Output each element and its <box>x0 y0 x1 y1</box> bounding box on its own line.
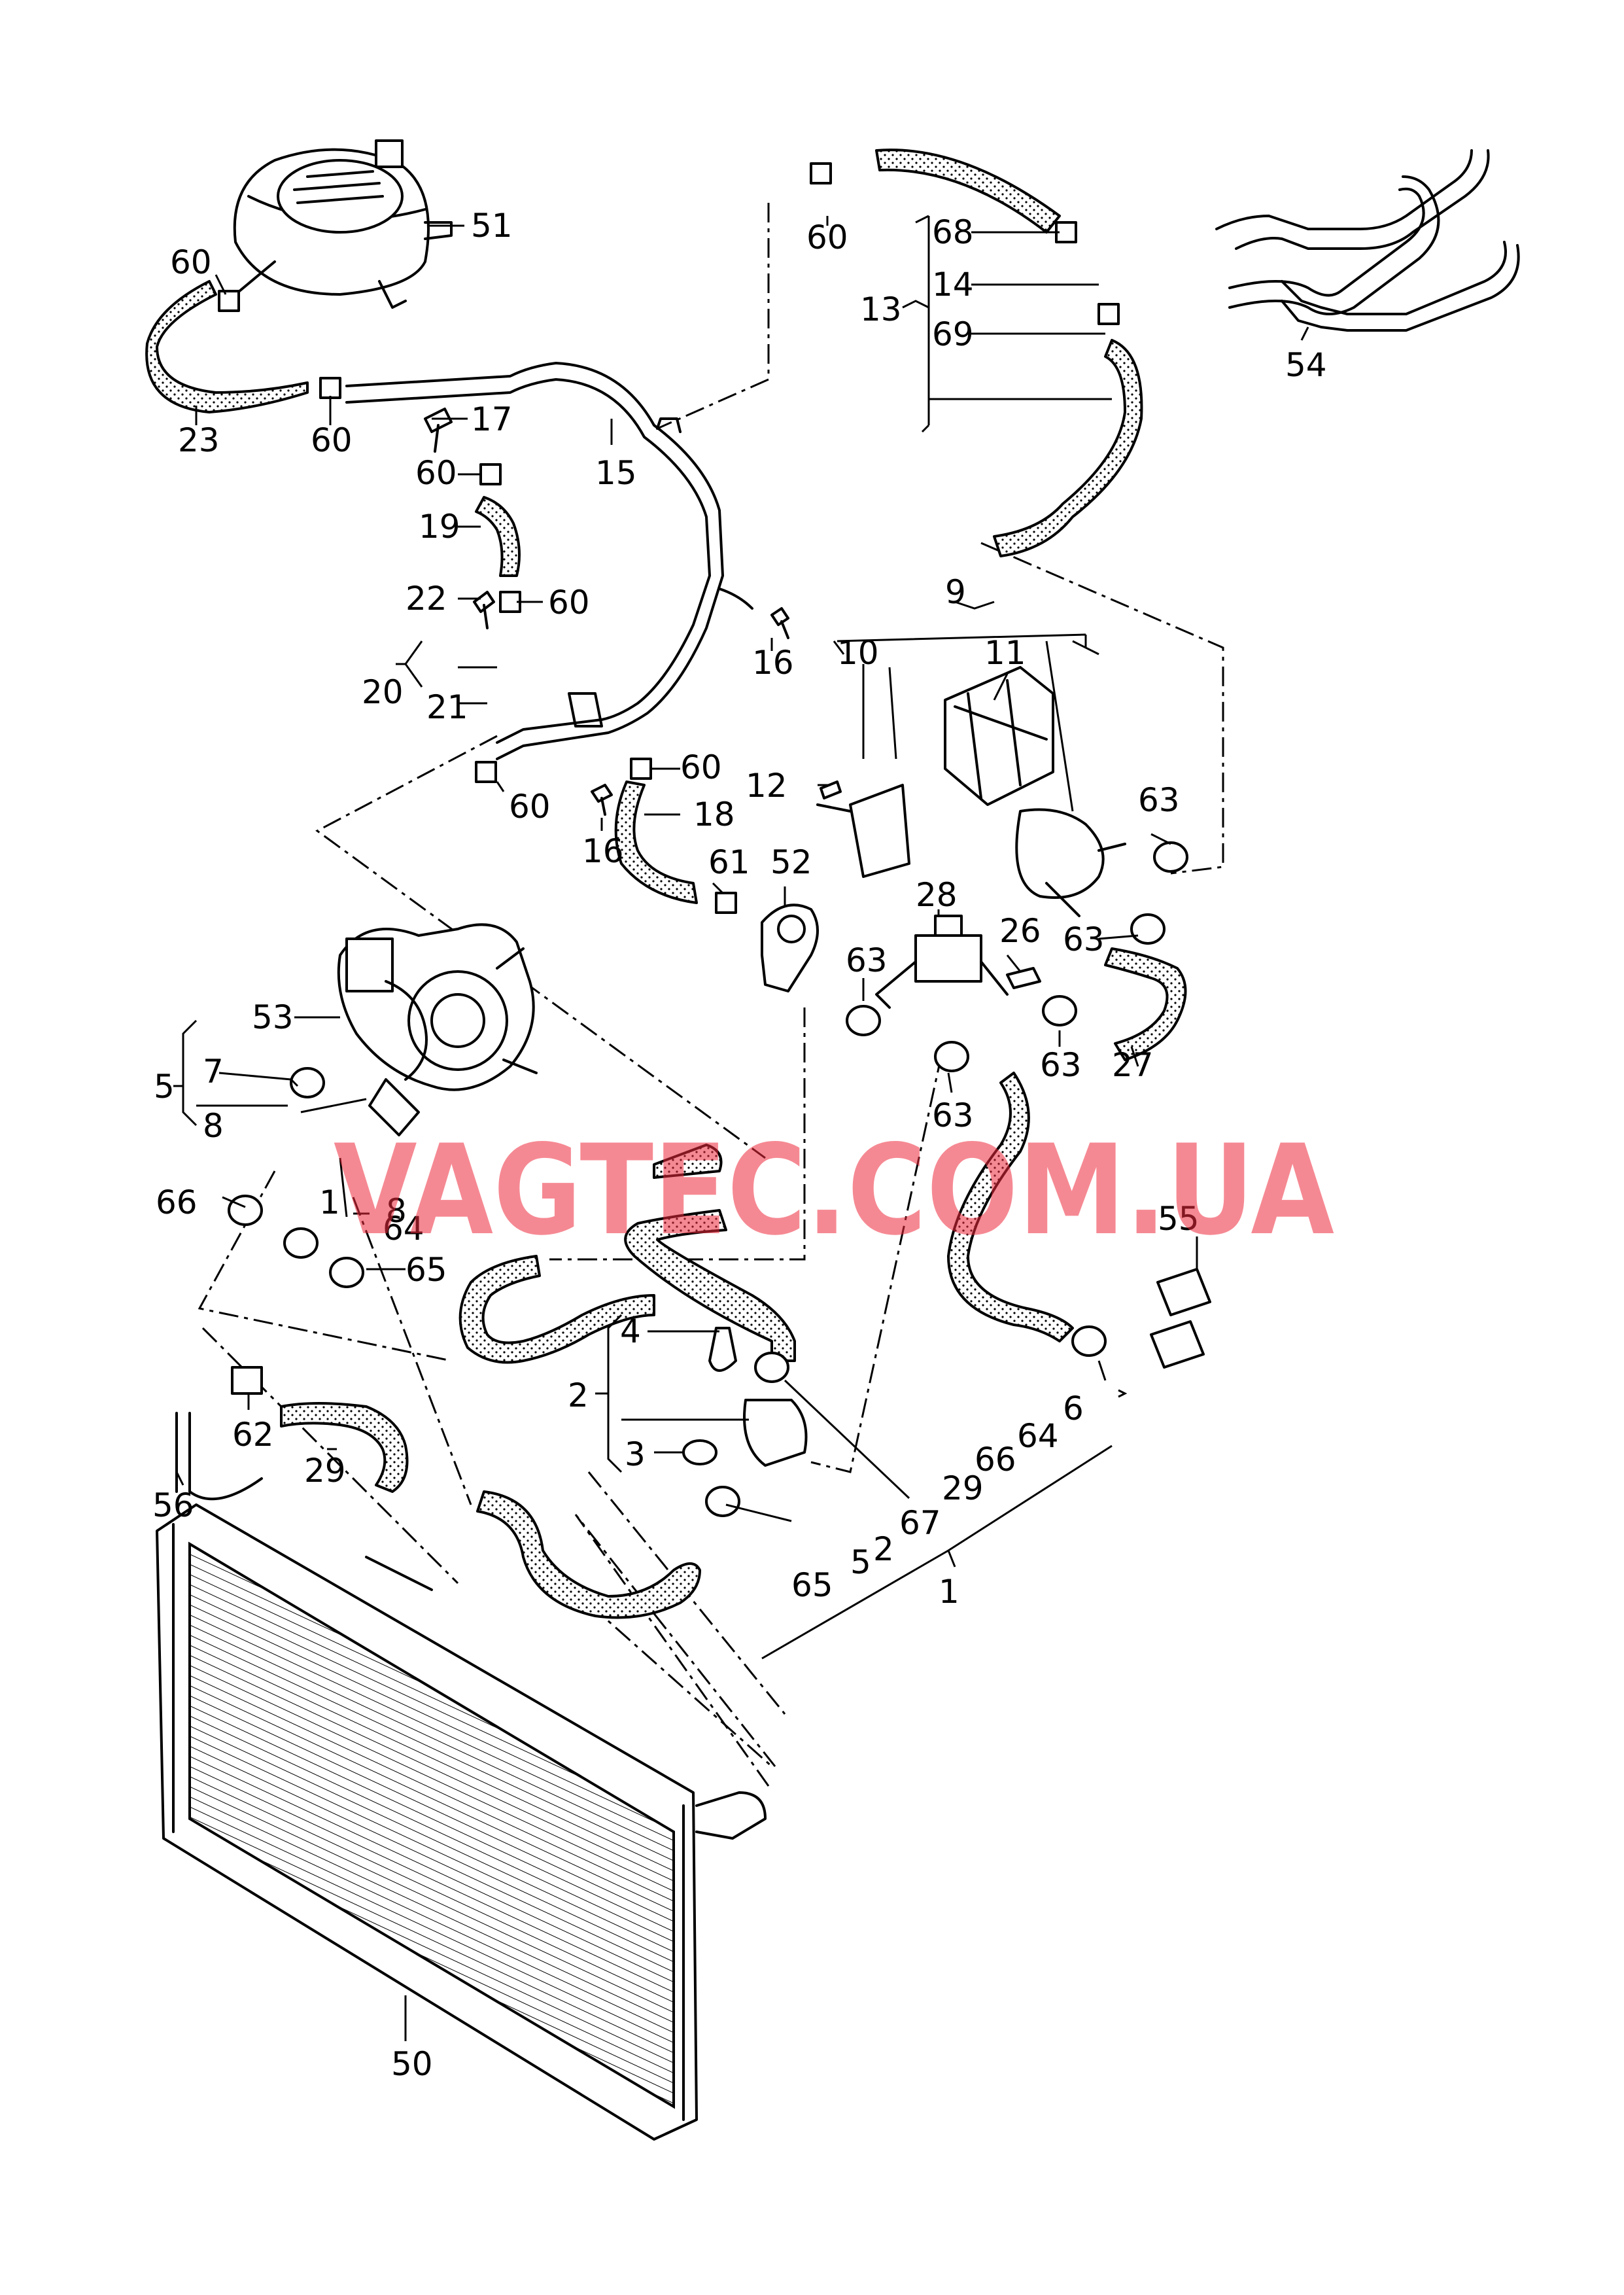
assembly-outlines <box>198 203 1224 1787</box>
label-10: 10 <box>837 634 879 672</box>
label-3: 3 <box>625 1435 646 1473</box>
label-21: 21 <box>426 688 468 726</box>
temperature-sensor <box>761 903 819 992</box>
label-23: 23 <box>178 421 220 459</box>
label-6: 6 <box>1063 1390 1084 1428</box>
label-22: 22 <box>406 580 447 618</box>
label-1: 1 <box>939 1573 959 1611</box>
label-51: 51 <box>471 207 513 245</box>
label-11: 11 <box>984 634 1026 672</box>
bolts <box>424 408 1041 989</box>
label-63: 63 <box>1138 781 1180 819</box>
label-60: 60 <box>170 243 212 281</box>
label-60: 60 <box>806 219 848 256</box>
label-29: 29 <box>304 1452 346 1490</box>
label-52: 52 <box>770 843 812 881</box>
label-18: 18 <box>693 796 735 833</box>
label-65: 65 <box>791 1566 833 1604</box>
label-19: 19 <box>419 508 460 546</box>
label-53: 53 <box>252 998 294 1036</box>
label-12: 12 <box>746 767 787 805</box>
label-16: 16 <box>752 644 794 682</box>
label-4: 4 <box>620 1312 641 1350</box>
hoses <box>145 149 1187 1619</box>
label-14: 14 <box>932 266 974 304</box>
expansion-tank <box>233 139 453 309</box>
label-8: 8 <box>386 1192 407 1230</box>
label-7: 7 <box>203 1053 224 1091</box>
label-61: 61 <box>708 843 750 881</box>
hose-clamps <box>218 162 1188 1517</box>
label-2: 2 <box>873 1530 894 1568</box>
part-labels: 51 60 23 60 17 15 60 19 22 60 20 21 60 1… <box>152 207 1327 2083</box>
label-2: 2 <box>568 1376 589 1414</box>
thermostat-housing <box>337 923 538 1136</box>
label-66: 66 <box>975 1441 1016 1479</box>
label-60: 60 <box>509 788 551 826</box>
label-63: 63 <box>1063 920 1105 958</box>
label-8: 8 <box>203 1107 224 1145</box>
label-50: 50 <box>391 2045 433 2083</box>
label-29: 29 <box>942 1469 984 1507</box>
label-64: 64 <box>1017 1417 1059 1455</box>
leader-lines <box>173 215 1309 2041</box>
connectors <box>1150 1268 1211 1369</box>
label-63: 63 <box>932 1096 974 1134</box>
label-13: 13 <box>860 290 902 328</box>
label-20: 20 <box>362 673 404 711</box>
label-63: 63 <box>846 941 888 979</box>
label-54: 54 <box>1285 346 1327 384</box>
label-17: 17 <box>471 400 513 438</box>
label-16: 16 <box>582 832 624 870</box>
label-68: 68 <box>932 213 974 251</box>
label-56: 56 <box>152 1486 194 1524</box>
watermark-text: VAGTEC.COM.UA <box>334 1118 1334 1263</box>
label-69: 69 <box>932 315 974 353</box>
label-60: 60 <box>311 421 353 459</box>
label-28: 28 <box>916 876 958 914</box>
auxiliary-coolant-pump <box>816 666 1126 917</box>
label-15: 15 <box>595 454 637 492</box>
label-60: 60 <box>548 584 590 622</box>
label-9: 9 <box>945 573 966 611</box>
label-1: 1 <box>319 1183 340 1221</box>
label-27: 27 <box>1112 1046 1154 1084</box>
label-60: 60 <box>680 748 722 786</box>
label-5: 5 <box>850 1543 871 1581</box>
label-65: 65 <box>406 1251 447 1289</box>
label-55: 55 <box>1158 1200 1200 1238</box>
label-60: 60 <box>415 454 457 492</box>
label-67: 67 <box>899 1504 941 1542</box>
thermostat-valve <box>682 1327 808 1467</box>
label-62: 62 <box>232 1416 274 1454</box>
label-63: 63 <box>1040 1046 1082 1084</box>
shut-off-valve <box>875 915 1009 1009</box>
label-66: 66 <box>156 1183 198 1221</box>
label-26: 26 <box>999 912 1041 950</box>
radiator <box>156 1412 767 2141</box>
rigid-pipes <box>345 149 1520 760</box>
label-64: 64 <box>383 1210 424 1248</box>
label-5: 5 <box>154 1068 175 1106</box>
